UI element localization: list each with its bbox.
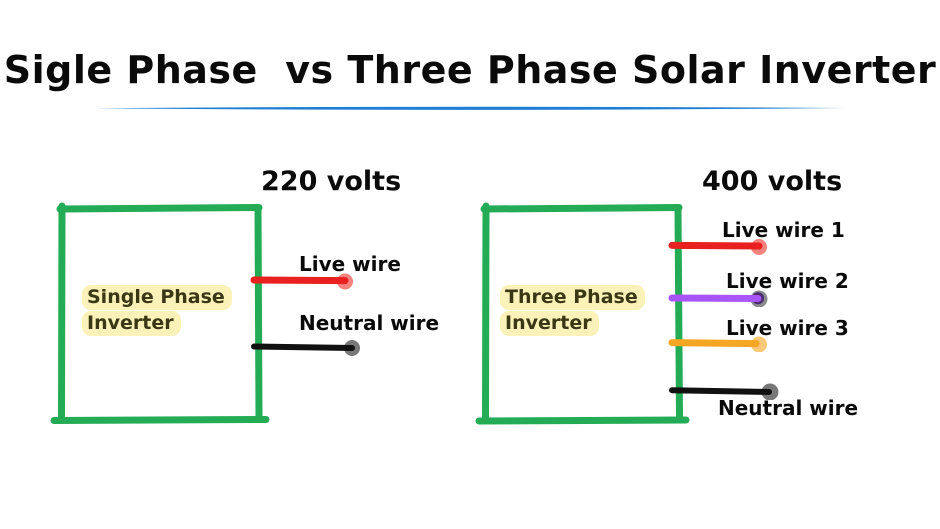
wire-label-neutral-single-phase: Neutral wire (299, 311, 440, 335)
single-phase-label-line2: Inverter (82, 311, 181, 337)
single-phase-inverter-box (50, 202, 270, 424)
page-title: Sigle Phase vs Three Phase Solar Inverte… (3, 48, 937, 92)
voltage-label-single-phase: 220 volts (261, 166, 402, 197)
wire-label-live-2: Live wire 2 (726, 269, 849, 293)
wire-label-live-1: Live wire 1 (722, 218, 845, 242)
wire-label-live-3: Live wire 3 (726, 316, 849, 340)
wire-live-single-phase (250, 273, 353, 290)
single-phase-label-line1: Single Phase (82, 285, 232, 310)
voltage-label-three-phase: 400 volts (702, 166, 843, 197)
wire-neutral-three-phase (669, 383, 779, 400)
single-phase-inverter-label: Single Phase Inverter (82, 284, 232, 337)
wire-live-2-three-phase (668, 290, 768, 307)
title-block: Sigle Phase vs Three Phase Solar Inverte… (0, 48, 940, 92)
wire-live-3-three-phase (668, 336, 767, 352)
wire-label-live-single-phase: Live wire (299, 252, 401, 276)
wire-label-neutral-three-phase: Neutral wire (718, 396, 859, 420)
three-phase-label-line2: Inverter (500, 311, 599, 337)
three-phase-inverter-label: Three Phase Inverter (500, 284, 645, 337)
wire-neutral-single-phase (251, 340, 360, 356)
three-phase-label-line1: Three Phase (500, 285, 645, 310)
wire-live-1-three-phase (668, 239, 767, 255)
title-underline (96, 106, 844, 110)
